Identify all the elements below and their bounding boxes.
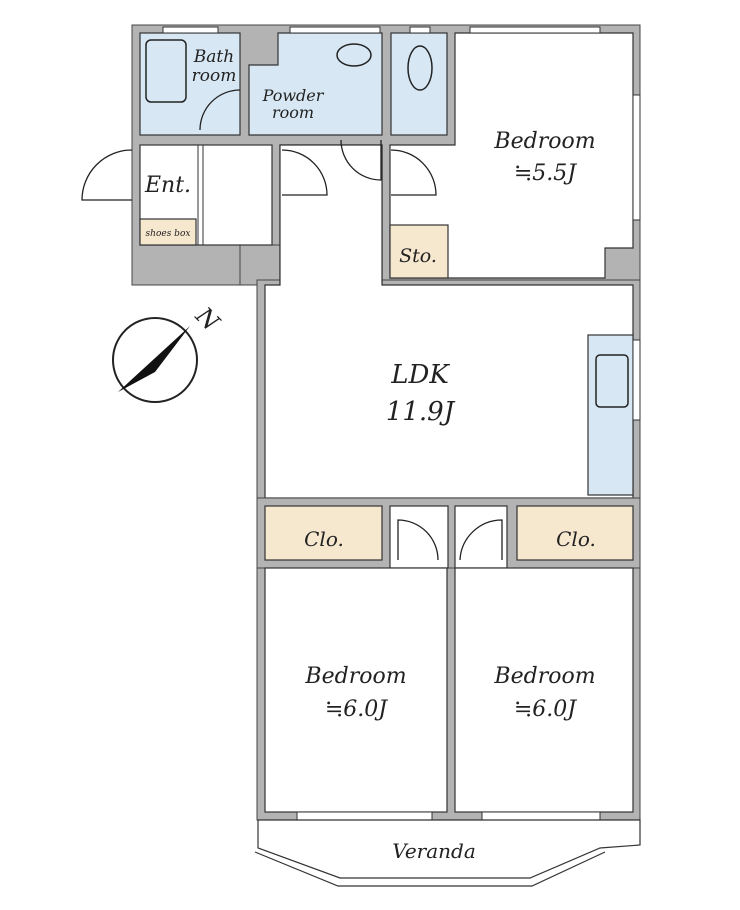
kitchen-sink-icon bbox=[595, 354, 629, 408]
closet-right-label: Clo. bbox=[556, 527, 596, 551]
storage bbox=[389, 224, 449, 279]
ldk-size: 11.9J bbox=[386, 397, 456, 427]
powder-label-1: Powder bbox=[262, 86, 325, 105]
ldk-name: LDK bbox=[390, 360, 450, 390]
bedroom-se bbox=[454, 567, 634, 813]
bath-label-1: Bath bbox=[193, 47, 234, 67]
bedroom-ne-name: Bedroom bbox=[493, 129, 595, 154]
closet-left-label: Clo. bbox=[304, 527, 344, 551]
veranda bbox=[257, 819, 641, 879]
entrance-label: Ent. bbox=[144, 173, 191, 198]
bedroom-ne-size: ≒5.5J bbox=[514, 161, 577, 186]
sink-icon bbox=[336, 43, 372, 67]
bedroom-sw bbox=[264, 567, 448, 813]
compass-north-label: N bbox=[189, 301, 225, 337]
closet-right bbox=[516, 505, 634, 561]
bath-label-2: room bbox=[192, 66, 237, 86]
closet-left bbox=[264, 505, 383, 561]
bedroom-sw-size: ≒6.0J bbox=[325, 697, 388, 722]
doors bbox=[81, 89, 503, 561]
bedroom-se-size: ≒6.0J bbox=[514, 697, 577, 722]
shoes-box-label: shoes box bbox=[146, 229, 191, 239]
toilet-icon bbox=[407, 45, 433, 91]
bedroom-sw-name: Bedroom bbox=[304, 664, 406, 689]
shoes-box bbox=[139, 218, 197, 246]
bedroom-se-name: Bedroom bbox=[493, 664, 595, 689]
toilet-room bbox=[390, 32, 448, 136]
storage-label: Sto. bbox=[399, 245, 437, 267]
bathtub bbox=[145, 39, 187, 103]
windows bbox=[162, 26, 641, 821]
compass: N bbox=[112, 301, 226, 403]
powder-label-2: room bbox=[272, 103, 314, 122]
bath-room bbox=[139, 32, 241, 136]
powder-room bbox=[248, 32, 383, 136]
veranda-label: Veranda bbox=[392, 839, 476, 863]
kitchen-counter bbox=[587, 334, 634, 496]
